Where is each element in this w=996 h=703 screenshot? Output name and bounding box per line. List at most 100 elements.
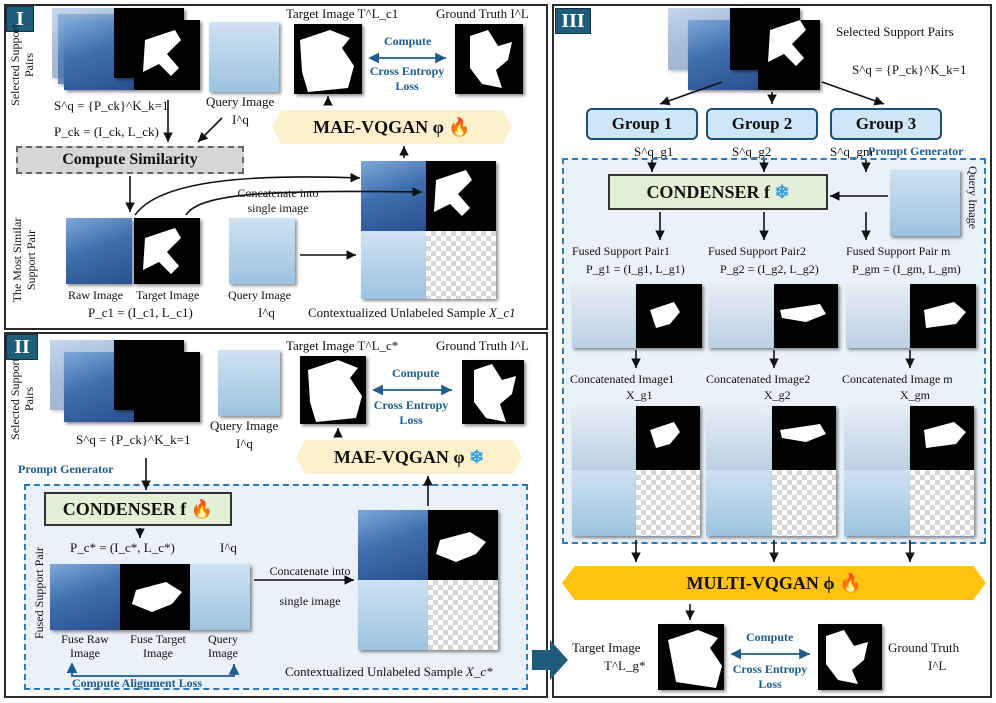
query-image-thumb-2 [218,350,280,416]
flame-icon: 🔥 [190,499,214,519]
concat-1-tl [572,406,636,470]
panel-1-badge: I [6,6,34,32]
query-image-var-2: I^q [258,305,275,320]
p3-selected-label: Selected Support Pairs [836,24,954,39]
cross-entropy-label: Cross Entropy Loss [369,64,445,93]
mae-label-2: MAE-VQGAN φ [333,447,465,467]
query-image-thumb [209,22,279,92]
condenser-label-3: CONDENSER f [646,182,770,202]
query-image-label: Query Image [206,94,275,109]
sq-formula-2: S^q = {P_ck}^K_k=1 [76,432,191,447]
group-3: Group 3 [830,108,942,140]
target-image-label: Target Image [136,288,200,302]
similar-raw-image [66,218,132,284]
ctx-var: X_c1 [488,305,516,320]
prompt-generator-label-2: Prompt Generator [18,462,114,476]
p3-gt-var: I^L [928,658,947,673]
query-image-label-3: Query Image [208,632,238,660]
query-image-label-2: Query Image [228,288,291,302]
group-2-sub: S^q_g2 [732,144,772,159]
ctx-sample-label: Contextualized Unlabeled Sample X_c1 [308,305,516,320]
multi-vqgan: MULTI-VQGAN ϕ 🔥 [562,566,986,600]
fused-1-raw [572,284,636,348]
concat-1-bl [572,470,636,536]
concat-3-tl [844,406,910,470]
mae-vqgan-1: MAE-VQGAN φ 🔥 [272,110,512,144]
support-mask-image-2 [134,352,200,422]
flame-icon: 🔥 [839,573,862,593]
pcstar-formula: P_c* = (I_c*, L_c*) [70,540,175,555]
compute-alignment-label: Compute Alignment Loss [72,676,203,690]
prompt-generator-label-3: Prompt Generator [868,144,964,158]
group-1-label: Group 1 [611,114,673,133]
group-3-sub: S^q_gm [830,144,873,159]
ground-truth-top-2: Ground Truth I^L [436,338,529,353]
group-2-label: Group 2 [731,114,793,133]
sq-formula: S^q = {P_ck}^K_k=1 [54,98,169,113]
raw-image-label: Raw Image [68,288,123,302]
fused-2-raw [708,284,774,348]
group-1: Group 1 [586,108,698,140]
snowflake-icon: ❄ [774,182,790,202]
fused-1-label: Fused Support Pair1 [572,244,671,258]
fused-1-formula: P_g1 = (I_g1, L_g1) [586,262,685,276]
fused-3-raw [846,284,910,348]
panel-3 [552,4,992,698]
concat-3-var: X_gm [900,388,930,402]
p3-sq-formula: S^q = {P_ck}^K_k=1 [852,62,967,77]
compute-similarity-box: Compute Similarity [16,146,244,174]
flame-icon: 🔥 [448,117,471,137]
p3-target-var: T^L_g* [604,658,646,673]
group-2: Group 2 [706,108,818,140]
concat-1-var: X_g1 [626,388,653,402]
multi-label: MULTI-VQGAN ϕ [686,573,835,593]
concat-3-label: Concatenated Image m [842,372,953,386]
mae-vqgan-2: MAE-VQGAN φ ❄ [296,440,522,474]
group-3-label: Group 3 [855,114,917,133]
fused-3-formula: P_gm = (I_gm, L_gm) [852,262,961,276]
snowflake-icon: ❄ [469,447,485,467]
cross-entropy-label-2: Cross Entropy Loss [373,398,449,427]
concat-2-bl [706,470,772,536]
panel-1 [4,4,548,330]
condenser-3: CONDENSER f ❄ [608,174,828,210]
p3-gt-label: Ground Truth [888,640,960,655]
query-image-var-p2: I^q [236,436,253,451]
ctx-query [361,231,426,299]
concat-3-bl [844,470,910,536]
concat-2-label: Concatenated Image2 [706,372,811,386]
p3-compute-label: Compute [746,630,794,644]
mae-label: MAE-VQGAN φ [313,117,444,137]
target-image-top-2: Target Image T^L_c* [286,338,399,353]
concat-1-br [636,470,700,536]
ctx-blank-2 [428,580,498,650]
concat-1-label: Concatenated Image1 [570,372,675,386]
group-1-sub: S^q_g1 [634,144,674,159]
query-image-3 [190,564,250,630]
compute-label: Compute [384,34,432,48]
pc1-formula: P_c1 = (I_c1, L_c1) [88,305,193,320]
fuse-target-label: Fuse Target Image [130,632,186,660]
p3-target-label: Target Image [572,640,641,655]
fuse-raw-image [50,564,120,630]
query-image-label-p2: Query Image [210,418,279,433]
ctx-var-2: X_c* [465,664,493,679]
fused-3-label: Fused Support Pair m [846,244,951,258]
fuse-raw-label: Fuse Raw Image [61,632,109,660]
panel-3-badge: III [555,8,591,34]
ground-truth-top: Ground Truth I^L [436,6,529,21]
iq-var-2: I^q [220,540,237,555]
panel-2 [4,332,548,698]
concat-2-var: X_g2 [764,388,791,402]
ctx-blank [426,231,496,299]
condenser-label: CONDENSER f [62,499,187,519]
ctx-sample-label-2: Contextualized Unlabeled Sample X_c* [285,664,493,679]
pck-formula: P_ck = (I_ck, L_ck) [54,124,159,139]
concat-label-2: Concatenate into single image [269,564,351,608]
p3-cross-entropy-label: Cross Entropy Loss [732,662,808,691]
compute-label-2: Compute [392,366,440,380]
ctx-raw-2 [358,510,428,580]
fused-2-formula: P_g2 = (I_g2, L_g2) [720,262,819,276]
target-image-top: Target Image T^L_c1 [286,6,399,21]
